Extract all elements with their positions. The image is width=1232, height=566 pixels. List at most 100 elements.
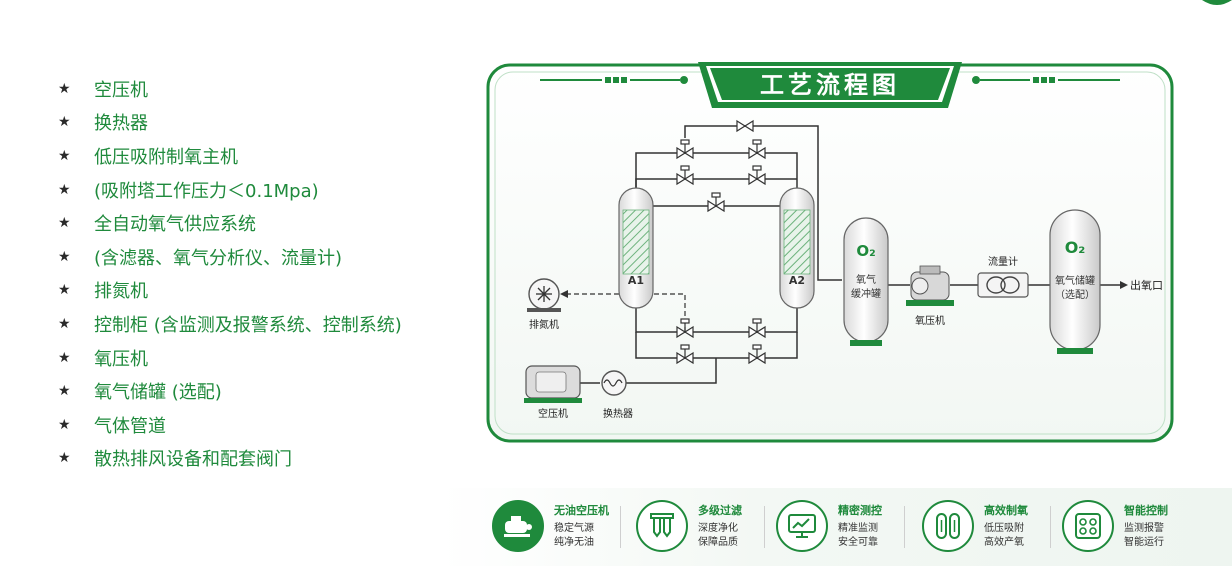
list-item-text: 空压机 xyxy=(94,79,148,101)
feature-separator xyxy=(764,506,765,548)
star-icon: ★ xyxy=(58,80,71,97)
feature-separator xyxy=(1050,506,1051,548)
feature-line: 高效产氧 xyxy=(984,537,1024,548)
outlet-label: 出氧口 xyxy=(1130,278,1163,292)
feature-title: 多级过滤 xyxy=(698,504,742,517)
star-icon: ★ xyxy=(58,114,71,131)
tower-a1: A1 xyxy=(618,187,654,309)
feature-title: 智能控制 xyxy=(1124,504,1168,517)
valve xyxy=(748,165,766,186)
list-item-text: (吸附塔工作压力＜0.1Mpa) xyxy=(94,180,319,202)
heat-exchanger: 换热器 xyxy=(601,370,633,420)
feature-separator xyxy=(620,506,621,548)
feature-item: 高效制氧低压吸附高效产氧 xyxy=(922,498,1028,554)
valve xyxy=(748,344,766,365)
air-compressor: 空压机 xyxy=(524,365,582,420)
star-icon: ★ xyxy=(58,147,71,164)
star-icon: ★ xyxy=(58,450,71,467)
nitrogen-exhaust-fan: 排氮机 xyxy=(527,278,561,331)
feature-line: 深度净化 xyxy=(698,523,738,534)
feature-separator xyxy=(904,506,905,548)
title-banner: 工艺流程图 xyxy=(698,62,962,108)
monitor-icon xyxy=(776,500,828,552)
control-panel-icon xyxy=(1062,500,1114,552)
list-item: ★ 氧气储罐 (选配) xyxy=(58,374,402,408)
process-flow-diagram: 工艺流程图 xyxy=(486,62,1174,443)
compressor-icon xyxy=(492,500,544,552)
list-item-text: 排氮机 xyxy=(94,281,148,303)
feature-line: 低压吸附 xyxy=(984,523,1024,534)
list-item-text: 换热器 xyxy=(94,113,148,135)
feature-line: 安全可靠 xyxy=(838,537,878,548)
oxygen-storage-tank: O₂ 氧气储罐 （选配） xyxy=(1049,209,1101,354)
feature-line: 稳定气源 xyxy=(554,523,594,534)
list-item: ★ (吸附塔工作压力＜0.1Mpa) xyxy=(58,173,402,207)
list-item-text: 氧压机 xyxy=(94,348,148,370)
pipes xyxy=(580,125,1120,384)
storage-label-1: 氧气储罐 xyxy=(1055,274,1095,287)
valve xyxy=(676,318,694,339)
valve xyxy=(748,139,766,160)
list-item-text: 气体管道 xyxy=(94,415,166,437)
exhaust-label: 排氮机 xyxy=(529,318,559,331)
filter-icon xyxy=(636,500,688,552)
feature-line: 保障品质 xyxy=(698,537,738,548)
list-item-text: 散热排风设备和配套阀门 xyxy=(94,449,292,471)
star-icon: ★ xyxy=(58,282,71,299)
storage-label-2: （选配） xyxy=(1055,288,1095,301)
oxygen-compressor: 氧压机 xyxy=(906,265,954,327)
feature-line: 精准监测 xyxy=(838,523,878,534)
feature-title: 精密测控 xyxy=(838,504,882,517)
valve xyxy=(676,344,694,365)
flowmeter-label: 流量计 xyxy=(988,255,1018,268)
feature-item: 智能控制监测报警智能运行 xyxy=(1062,498,1168,554)
oxygen-compressor-label: 氧压机 xyxy=(915,314,945,327)
star-icon: ★ xyxy=(58,416,71,433)
valve xyxy=(707,192,725,213)
star-icon: ★ xyxy=(58,349,71,366)
star-icon: ★ xyxy=(58,215,71,232)
buffer-label-1: 氧气 xyxy=(856,273,876,286)
tower-a2-label: A2 xyxy=(789,274,805,287)
buffer-label-2: 缓冲罐 xyxy=(851,287,881,300)
tower-a1-label: A1 xyxy=(628,274,644,287)
star-icon: ★ xyxy=(58,383,71,400)
list-item: ★ 低压吸附制氧主机 xyxy=(58,139,402,173)
feature-line: 智能运行 xyxy=(1124,537,1164,548)
feature-line: 纯净无油 xyxy=(554,537,594,548)
list-item: ★ 全自动氧气供应系统 xyxy=(58,206,402,240)
list-item: ★ 排氮机 xyxy=(58,274,402,308)
list-item: ★ (含滤器、氧气分析仪、流量计) xyxy=(58,240,402,274)
list-item: ★ 氧压机 xyxy=(58,341,402,375)
tower-a2: A2 xyxy=(779,187,815,309)
feature-item: 无油空压机稳定气源纯净无油 xyxy=(492,498,609,554)
list-item-text: (含滤器、氧气分析仪、流量计) xyxy=(94,247,343,269)
air-compressor-label: 空压机 xyxy=(538,407,568,420)
list-item-text: 低压吸附制氧主机 xyxy=(94,146,238,168)
feature-item: 精密测控精准监测安全可靠 xyxy=(776,498,882,554)
valve xyxy=(676,165,694,186)
star-icon: ★ xyxy=(58,248,71,265)
feature-title: 高效制氧 xyxy=(984,504,1028,517)
feature-item: 多级过滤深度净化保障品质 xyxy=(636,498,742,554)
star-icon: ★ xyxy=(58,181,71,198)
list-item-text: 全自动氧气供应系统 xyxy=(94,214,256,236)
list-item: ★ 换热器 xyxy=(58,106,402,140)
list-item-text: 氧气储罐 (选配) xyxy=(94,382,222,404)
feature-title: 无油空压机 xyxy=(554,504,609,517)
storage-o2: O₂ xyxy=(1065,238,1086,257)
diagram-title: 工艺流程图 xyxy=(760,71,900,99)
tanks-icon xyxy=(922,500,974,552)
list-item: ★ 散热排风设备和配套阀门 xyxy=(58,442,402,476)
list-item-text: 控制柜 (含监测及报警系统、控制系统) xyxy=(94,314,402,336)
feature-line: 监测报警 xyxy=(1124,523,1164,534)
list-item: ★ 空压机 xyxy=(58,72,402,106)
corner-accent xyxy=(1202,0,1232,5)
feature-strip: 无油空压机稳定气源纯净无油多级过滤深度净化保障品质精密测控精准监测安全可靠高效制… xyxy=(440,488,1232,566)
flowmeter: 流量计 xyxy=(977,255,1029,298)
buffer-o2: O₂ xyxy=(856,242,875,260)
valve xyxy=(748,318,766,339)
title-decor xyxy=(540,76,1120,84)
star-icon: ★ xyxy=(58,315,71,332)
oxygen-buffer-tank: O₂ 氧气 缓冲罐 xyxy=(843,217,889,346)
